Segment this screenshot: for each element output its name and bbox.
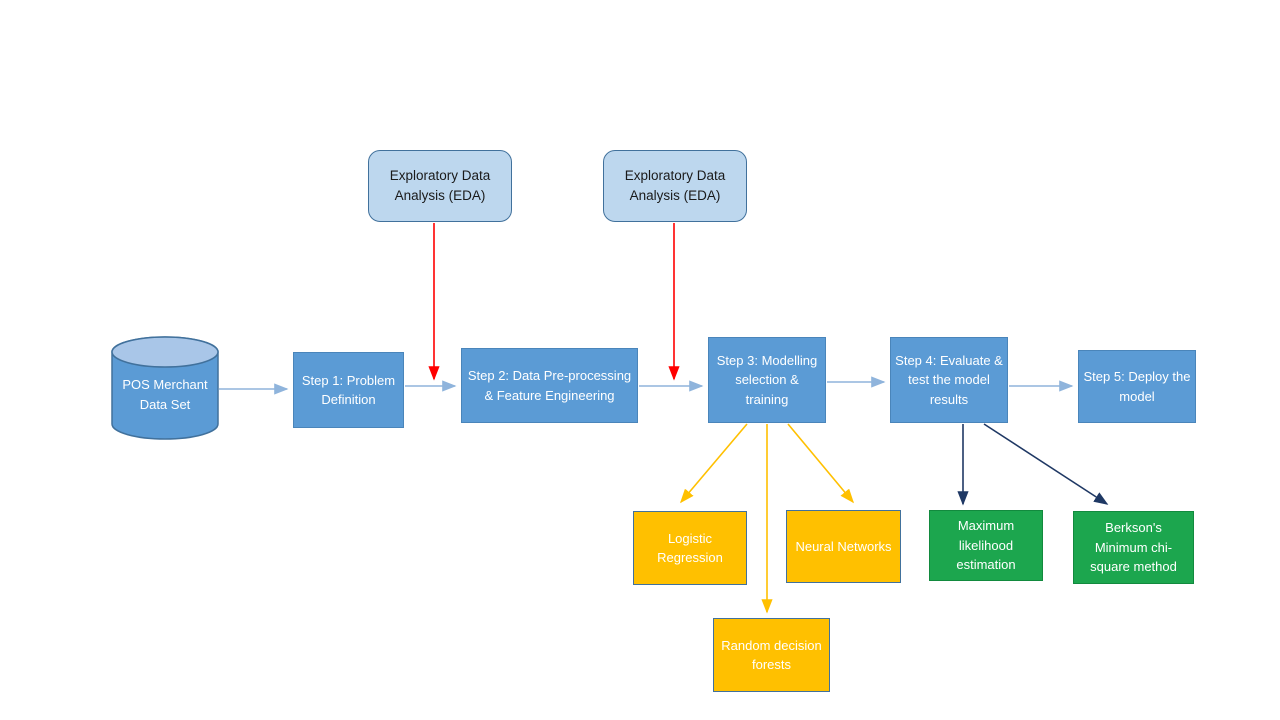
arrow-step4-to-berkson (983, 423, 1109, 505)
node-label: POS Merchant Data Set (122, 376, 208, 412)
node-label: Berkson's Minimum chi-square method (1090, 520, 1177, 575)
node-label: Exploratory Data Analysis (EDA) (624, 167, 726, 203)
node-step-1-problem-definition: Step 1: Problem Definition (293, 352, 404, 428)
node-berkson-minimum-chi-square: Berkson's Minimum chi-square method (1073, 511, 1194, 584)
node-label: Step 4: Evaluate & test the model result… (895, 352, 1003, 407)
node-label: Step 2: Data Pre-processing & Feature En… (467, 368, 632, 403)
node-step-2-data-preprocessing: Step 2: Data Pre-processing & Feature En… (461, 348, 638, 423)
node-step-5-deploy: Step 5: Deploy the model (1078, 350, 1196, 423)
node-label: Step 5: Deploy the model (1083, 369, 1191, 404)
node-pos-merchant-data-set: POS Merchant Data Set (112, 360, 218, 430)
node-step-3-modelling-selection: Step 3: Modelling selection & training (708, 337, 826, 423)
node-label: Step 1: Problem Definition (301, 372, 396, 408)
node-eda-2: Exploratory Data Analysis (EDA) (603, 150, 747, 222)
arrow-step3-to-neural-networks (787, 423, 855, 504)
node-neural-networks: Neural Networks (786, 510, 901, 583)
node-maximum-likelihood-estimation: Maximum likelihood estimation (929, 510, 1043, 581)
node-eda-1: Exploratory Data Analysis (EDA) (368, 150, 512, 222)
node-label: Neural Networks (795, 538, 892, 554)
node-logistic-regression: Logistic Regression (633, 511, 747, 585)
node-label: Exploratory Data Analysis (EDA) (389, 167, 491, 203)
node-label: Step 3: Modelling selection & training (716, 352, 818, 407)
node-step-4-evaluate-test: Step 4: Evaluate & test the model result… (890, 337, 1008, 423)
node-random-decision-forests: Random decision forests (713, 618, 830, 692)
node-label: Random decision forests (721, 637, 822, 673)
arrow-step3-to-logistic-regression (679, 423, 748, 504)
node-label: Maximum likelihood estimation (956, 518, 1016, 573)
node-label: Logistic Regression (657, 530, 723, 566)
database-cylinder-shape (111, 336, 219, 440)
